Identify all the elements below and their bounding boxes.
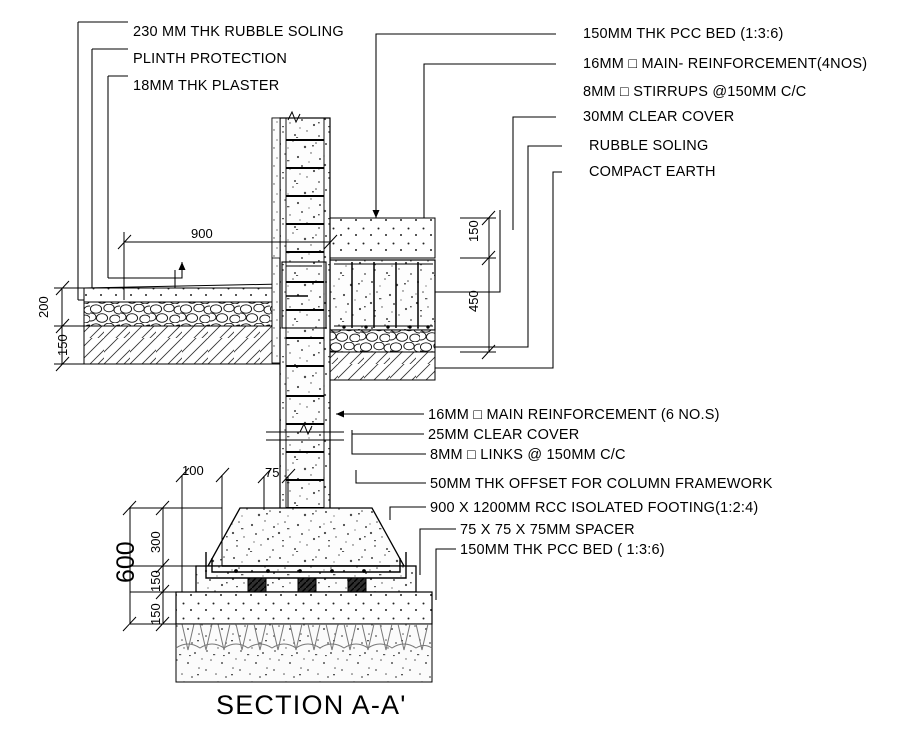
beam-bar-dots bbox=[342, 325, 430, 329]
dim-900-line bbox=[117, 232, 338, 300]
floor-compact-earth bbox=[329, 351, 436, 381]
plinth-beam bbox=[329, 259, 436, 331]
dim-text-150-a: 150 bbox=[148, 570, 163, 592]
label-plaster-18: 18MM THK PLASTER bbox=[133, 78, 280, 94]
drawing-title: SECTION A-A' bbox=[216, 690, 407, 720]
dim-100-line bbox=[175, 467, 230, 592]
label-links-8: 8MM □ LINKS @ 150MM C/C bbox=[430, 447, 626, 463]
apron-rubble bbox=[83, 301, 283, 327]
leader-lines-right-top bbox=[372, 33, 562, 369]
dim-text-100: 100 bbox=[182, 463, 204, 478]
dim-footing-vertical bbox=[122, 500, 222, 632]
dim-text-200: 200 bbox=[36, 296, 51, 318]
label-main-reo-16-6nos: 16MM □ MAIN REINFORCEMENT (6 NO.S) bbox=[428, 407, 720, 423]
compact-earth-base bbox=[175, 623, 433, 683]
label-offset-50: 50MM THK OFFSET FOR COLUMN FRAMEWORK bbox=[430, 476, 773, 492]
spacer-block-2 bbox=[297, 577, 317, 593]
plinth-return bbox=[281, 261, 327, 329]
dim-right-vertical bbox=[460, 210, 496, 360]
leader-lines-right-mid bbox=[336, 410, 456, 600]
label-compact-earth: COMPACT EARTH bbox=[589, 164, 716, 180]
footing-bar-dots bbox=[234, 569, 366, 573]
label-clear-cover-25: 25MM CLEAR COVER bbox=[428, 427, 580, 443]
floor-rubble-soling bbox=[329, 329, 436, 353]
label-clear-cover-30: 30MM CLEAR COVER bbox=[583, 109, 735, 125]
label-plinth-protection: PLINTH PROTECTION bbox=[133, 51, 288, 67]
apron-earth bbox=[83, 325, 283, 365]
spacer-block-1 bbox=[247, 577, 267, 593]
label-spacer-75: 75 X 75 X 75MM SPACER bbox=[460, 522, 635, 538]
spacer-block-3 bbox=[347, 577, 367, 593]
plinth-beam-stirrups bbox=[351, 262, 419, 328]
dim-text-150-b: 150 bbox=[148, 603, 163, 625]
column-stirrups bbox=[286, 139, 324, 537]
dim-75-line bbox=[257, 468, 296, 510]
label-isolated-footing: 900 X 1200MM RCC ISOLATED FOOTING(1:2:4) bbox=[430, 500, 759, 516]
compact-earth-cones bbox=[175, 623, 433, 651]
label-pcc-bed-150-lower: 150MM THK PCC BED ( 1:3:6) bbox=[460, 542, 665, 558]
dim-text-900: 900 bbox=[191, 226, 213, 241]
dim-text-450-beam: 450 bbox=[466, 290, 481, 312]
label-main-reo-16-4nos: 16MM □ MAIN- REINFORCEMENT(4NOS) bbox=[583, 56, 868, 72]
label-stirrups-8: 8MM □ STIRRUPS @150MM C/C bbox=[583, 84, 807, 100]
dim-text-300: 300 bbox=[148, 531, 163, 553]
dim-left-vertical bbox=[54, 280, 84, 372]
label-pcc-bed-150: 150MM THK PCC BED (1:3:6) bbox=[583, 26, 784, 42]
footing-trapezoid bbox=[206, 507, 406, 567]
dim-text-600-total: 600 bbox=[112, 541, 140, 583]
label-rubble-soling: RUBBLE SOLING bbox=[589, 138, 709, 154]
dim-text-150-floor: 150 bbox=[55, 334, 70, 356]
floor-pcc-bed bbox=[329, 217, 436, 259]
label-rubble-soling-230: 230 MM THK RUBBLE SOLING bbox=[133, 24, 344, 40]
apron-pcc bbox=[83, 287, 283, 303]
footing-pcc-bed bbox=[175, 591, 433, 625]
dim-text-150-beam-top: 150 bbox=[466, 220, 481, 242]
dim-text-75: 75 bbox=[265, 465, 280, 480]
